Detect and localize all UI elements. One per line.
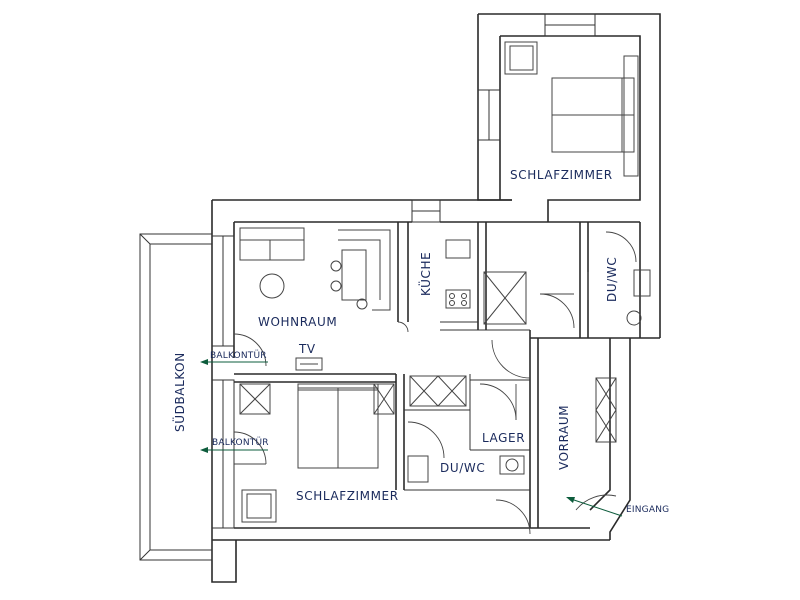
annotation-labels: BALKONTÜR BALKONTÜR EINGANG (210, 350, 669, 515)
furniture (239, 41, 651, 523)
label-kitchen: KÜCHE (417, 252, 433, 296)
annotation-arrows (200, 359, 623, 517)
label-hallway: VORRAUM (557, 405, 571, 470)
label-balcony-door-bottom: BALKONTÜR (212, 437, 269, 448)
outer-walls (211, 13, 661, 583)
label-living-room: WOHNRAUM (258, 315, 337, 329)
doors (233, 272, 617, 535)
label-bath-top: DU/WC (605, 257, 619, 302)
label-bedroom-bottom: SCHLAFZIMMER (296, 489, 399, 503)
interior-walls (211, 222, 589, 529)
label-tv: TV (298, 342, 316, 356)
label-balcony-door-top: BALKONTÜR (210, 350, 267, 361)
label-bath-bottom: DU/WC (440, 461, 485, 475)
label-entrance: EINGANG (626, 505, 669, 515)
room-labels: SCHLAFZIMMER WOHNRAUM KÜCHE DU/WC TV SÜD… (171, 168, 619, 503)
label-balcony: SÜDBALKON (171, 352, 187, 432)
label-storage: LAGER (482, 431, 525, 445)
label-bedroom-top: SCHLAFZIMMER (510, 168, 613, 182)
